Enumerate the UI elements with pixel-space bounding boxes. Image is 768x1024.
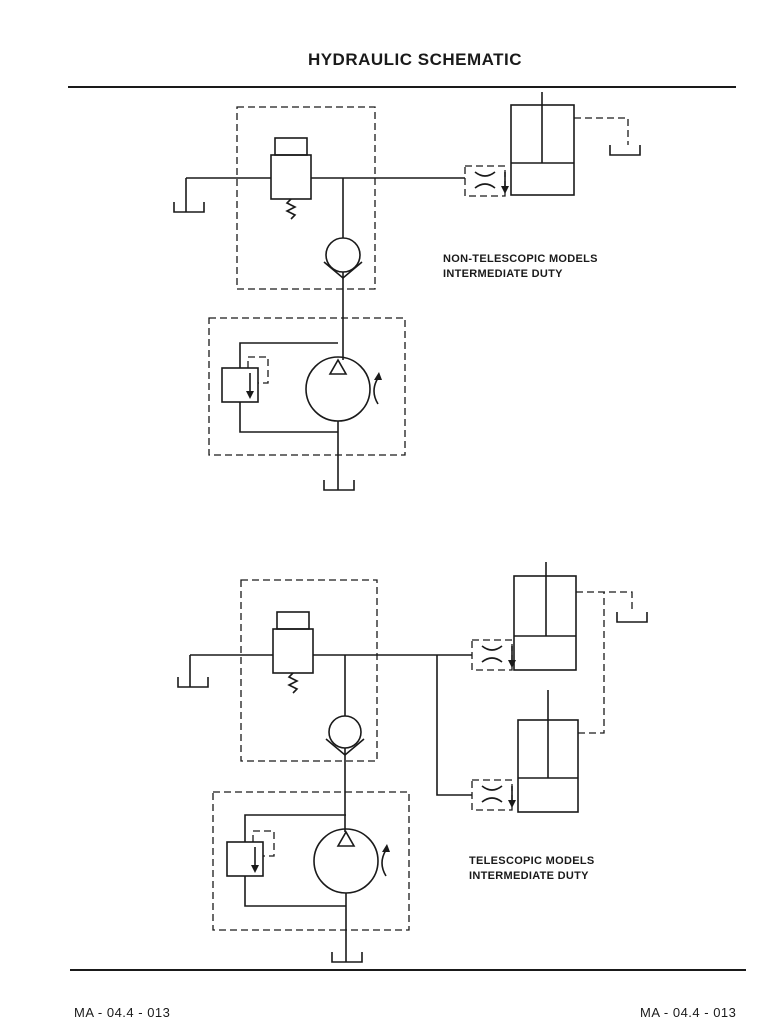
pump-enclosure (208, 317, 406, 456)
caption-line: NON-TELESCOPIC MODELS (443, 253, 598, 265)
hydraulic-cylinder (517, 690, 579, 813)
page-title: HYDRAULIC SCHEMATIC (307, 50, 523, 69)
branch-line (436, 655, 472, 796)
pump (313, 828, 390, 894)
valve-enclosure (236, 106, 376, 290)
caption-line: TELESCOPIC MODELS (469, 855, 595, 867)
header-rule (68, 86, 736, 88)
flow-control-valve (464, 165, 509, 197)
caption-non-telescopic: NON-TELESCOPIC MODELS INTERMEDIATE DUTY (443, 252, 598, 282)
pump-relief-valve (221, 342, 338, 433)
footer-code-left: MA - 04.4 - 013 (74, 1005, 171, 1020)
caption-line: INTERMEDIATE DUTY (443, 268, 563, 280)
pump-enclosure (212, 791, 410, 931)
footer-code-right: MA - 04.4 - 013 (640, 1005, 737, 1020)
flow-control-valve (471, 779, 516, 811)
valve-enclosure (240, 579, 378, 762)
tank-symbol (173, 177, 271, 213)
footer-rule (70, 969, 746, 971)
non-telescopic-schematic (173, 92, 641, 491)
pump-tank-symbol (331, 952, 363, 963)
pump-tank-symbol (323, 480, 355, 491)
caption-line: INTERMEDIATE DUTY (469, 870, 589, 882)
hydraulic-cylinder (513, 562, 577, 671)
caption-telescopic: TELESCOPIC MODELS INTERMEDIATE DUTY (469, 854, 595, 884)
relief-valve (270, 137, 312, 220)
tank-symbol (177, 654, 273, 688)
flow-control-valve (471, 639, 516, 671)
relief-valve (272, 611, 314, 694)
tank-symbol (616, 612, 648, 623)
hydraulic-cylinder (510, 92, 641, 196)
telescopic-schematic (177, 562, 648, 963)
pump-relief-valve (226, 814, 346, 907)
